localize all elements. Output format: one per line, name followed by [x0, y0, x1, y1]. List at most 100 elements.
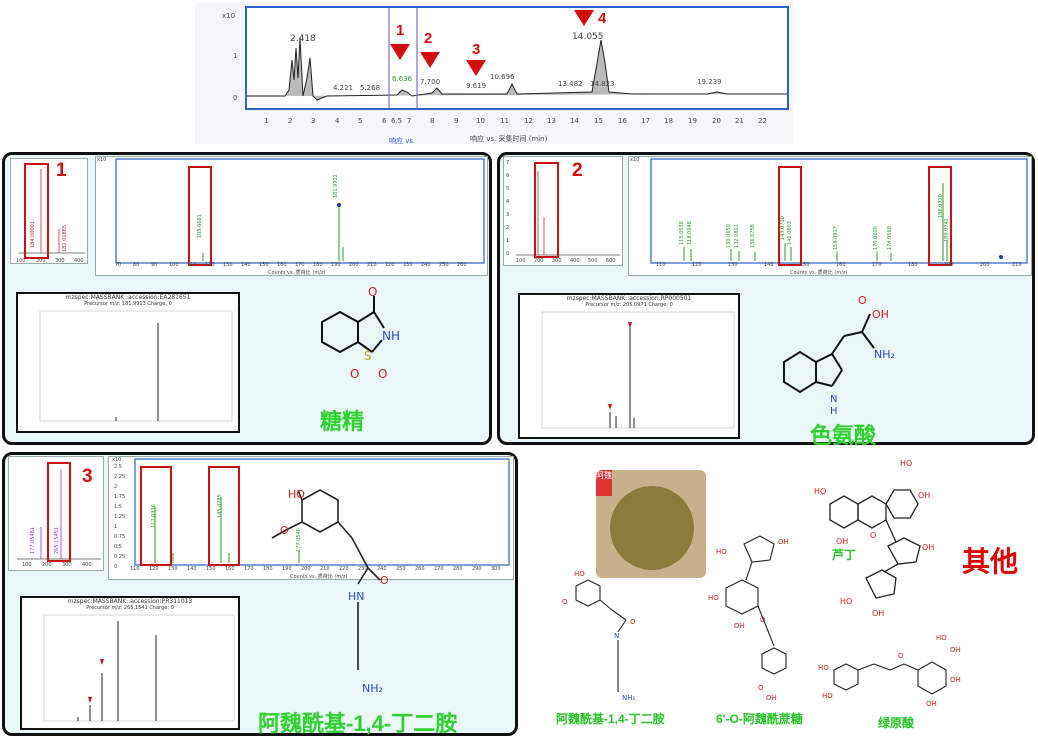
ms-x-label: Counts vs. 质荷比 (m/z) — [290, 574, 348, 580]
photo-badge: 阿魏 — [596, 470, 612, 496]
panel3-mini-spectrum — [8, 456, 104, 571]
marker-number: 4 — [598, 10, 607, 27]
mini-y-axis: 7 6 5 4 3 2 1 0 — [506, 160, 510, 257]
svg-text:HN: HN — [348, 590, 365, 603]
svg-text:OH: OH — [926, 700, 937, 708]
chlorogenic-acid-name: 绿原酸 — [878, 716, 915, 730]
svg-text:N: N — [614, 632, 619, 640]
panel2-massbank-spectrum: mzspec:MASSBANK::accession:RP000501 Prec… — [518, 293, 740, 439]
panel3-compound-name: 阿魏酰基-1,4-丁二胺 — [258, 711, 458, 736]
massbank-plot — [541, 311, 735, 429]
ms-spectrum-plot — [115, 158, 485, 264]
svg-text:NH₂: NH₂ — [622, 694, 636, 702]
ms-spectrum-plot — [134, 458, 510, 566]
marker-triangle — [420, 52, 440, 68]
svg-text:O: O — [368, 285, 377, 299]
peak-label: 6.636 — [392, 75, 413, 83]
panel3-ms-spectrum — [108, 456, 514, 580]
chrom-y-tick: 1 — [233, 52, 238, 60]
massbank-plot — [43, 614, 235, 722]
svg-text:OH: OH — [734, 622, 745, 630]
svg-text:HO: HO — [840, 597, 852, 606]
chrom-y-scale: x10 — [222, 12, 236, 20]
panel1-mini-spectrum — [10, 158, 88, 264]
mini-spectrum-plot — [516, 171, 620, 256]
mini-x-tick: 100 — [16, 258, 26, 264]
svg-text:H: H — [830, 406, 838, 417]
svg-text:HO: HO — [716, 548, 727, 556]
marker-number: 2 — [424, 30, 433, 47]
massbank-title: mzspec:MASSBANK::accession:EA281651 — [65, 294, 191, 301]
highlight-box — [24, 163, 49, 259]
mini-x-axis: 100 200 300 400 500 600 — [516, 258, 616, 264]
massbank-subtitle: Precursor m/z: 265.1541 Charge: 0 — [86, 605, 174, 611]
feruloylputrescine-small-name: 阿魏酰基-1,4-丁二胺 — [556, 712, 665, 726]
panel1-ms-spectrum — [95, 156, 488, 276]
svg-text:HO: HO — [814, 487, 826, 496]
chrom-x-label: 响应 vs. 采集时间 (min) — [470, 135, 548, 143]
ms-x-axis: 110 120 130 140 150 160 170 180 190 200 … — [130, 566, 501, 572]
feruloylsucrose-name: 6'-O-阿魏酰蔗糖 — [716, 712, 803, 726]
saccharin-structure: O NH S O O — [321, 285, 400, 381]
mini-peak-label: 182.01885 — [62, 224, 68, 252]
chromatogram-trace — [247, 5, 787, 117]
svg-text:O: O — [858, 294, 867, 307]
panel3-massbank-spectrum: mzspec:MASSBANK::accession:PR311013 Prec… — [20, 596, 240, 730]
svg-text:OH: OH — [836, 537, 848, 546]
panel2-compound-name: 色氨酸 — [810, 423, 877, 448]
mini-peak-label: 184.00001 — [30, 220, 36, 248]
ms-x-axis: 110 120 130 140 150 160 170 180 190 200 … — [656, 262, 1022, 268]
massbank-subtitle: Precursor m/z: 205.0971 Charge: 0 — [585, 302, 673, 308]
svg-text:OH: OH — [950, 676, 961, 684]
svg-text:NH: NH — [382, 329, 400, 343]
svg-text:O: O — [870, 531, 876, 540]
panel1-compound-name: 糖精 — [320, 409, 365, 434]
feruloylputrescine-small-structure: HO O O N NH₂ — [562, 570, 636, 702]
marker-triangle — [466, 60, 486, 76]
svg-text:HO: HO — [822, 692, 833, 700]
svg-text:O: O — [898, 652, 904, 660]
svg-text:OH: OH — [778, 538, 789, 546]
mini-x-tick: 200 — [36, 258, 46, 264]
selected-window-label: 响应 vs. — [389, 137, 416, 145]
panel2-number: 2 — [572, 160, 583, 181]
marker-number: 3 — [472, 41, 481, 58]
massbank-title: mzspec:MASSBANK::accession:PR311013 — [67, 598, 193, 605]
mini-spectrum-plot — [17, 469, 101, 560]
chromatogram-plot — [245, 5, 789, 117]
mini-peak-label: 265.15451 — [54, 526, 60, 554]
peak-label: 14.823 — [590, 80, 615, 88]
chrom-y-tick: 0 — [233, 94, 238, 102]
ms-x-axis: 70 80 90 100 110 120 130 140 150 160 170… — [115, 262, 467, 268]
massbank-plot — [39, 310, 233, 422]
peak-label: 2.418 — [290, 34, 316, 44]
ms-x-label: Counts vs. 质荷比 (m/z) — [790, 270, 848, 276]
svg-text:HO: HO — [574, 570, 585, 578]
svg-text:HO: HO — [900, 459, 912, 468]
peak-label: 4.221 — [333, 84, 354, 92]
ms-peak-label: 145.0285 — [217, 494, 223, 518]
peak-label: 9.619 — [466, 82, 487, 90]
svg-text:HO: HO — [936, 634, 947, 642]
svg-text:OH: OH — [766, 694, 777, 702]
ms-scale: x10 — [112, 457, 122, 463]
others-heading: 其他 — [962, 546, 1019, 577]
panel1-number: 1 — [56, 160, 67, 181]
peak-label: 14.055 — [572, 32, 604, 42]
svg-text:N: N — [830, 394, 837, 405]
peak-label: 10.696 — [490, 73, 515, 81]
panel3-number: 3 — [82, 466, 93, 487]
rutin-name: 芦丁 — [832, 548, 857, 562]
peak-label: 13.482 — [558, 80, 583, 88]
mini-x-axis: 100 200 300 400 — [22, 562, 92, 568]
svg-text:O: O — [562, 598, 568, 606]
mini-peak-label: 177.05481 — [30, 526, 36, 554]
panel2-mini-spectrum — [503, 156, 623, 266]
marker-triangle — [390, 44, 410, 60]
highlight-box — [208, 466, 240, 566]
massbank-subtitle: Precursor m/z: 181.9913 Charge: 0 — [84, 301, 172, 307]
marker-triangle — [574, 10, 594, 26]
svg-text:NH₂: NH₂ — [874, 348, 895, 361]
marker-number: 1 — [396, 22, 405, 39]
photo-contents — [610, 486, 694, 570]
